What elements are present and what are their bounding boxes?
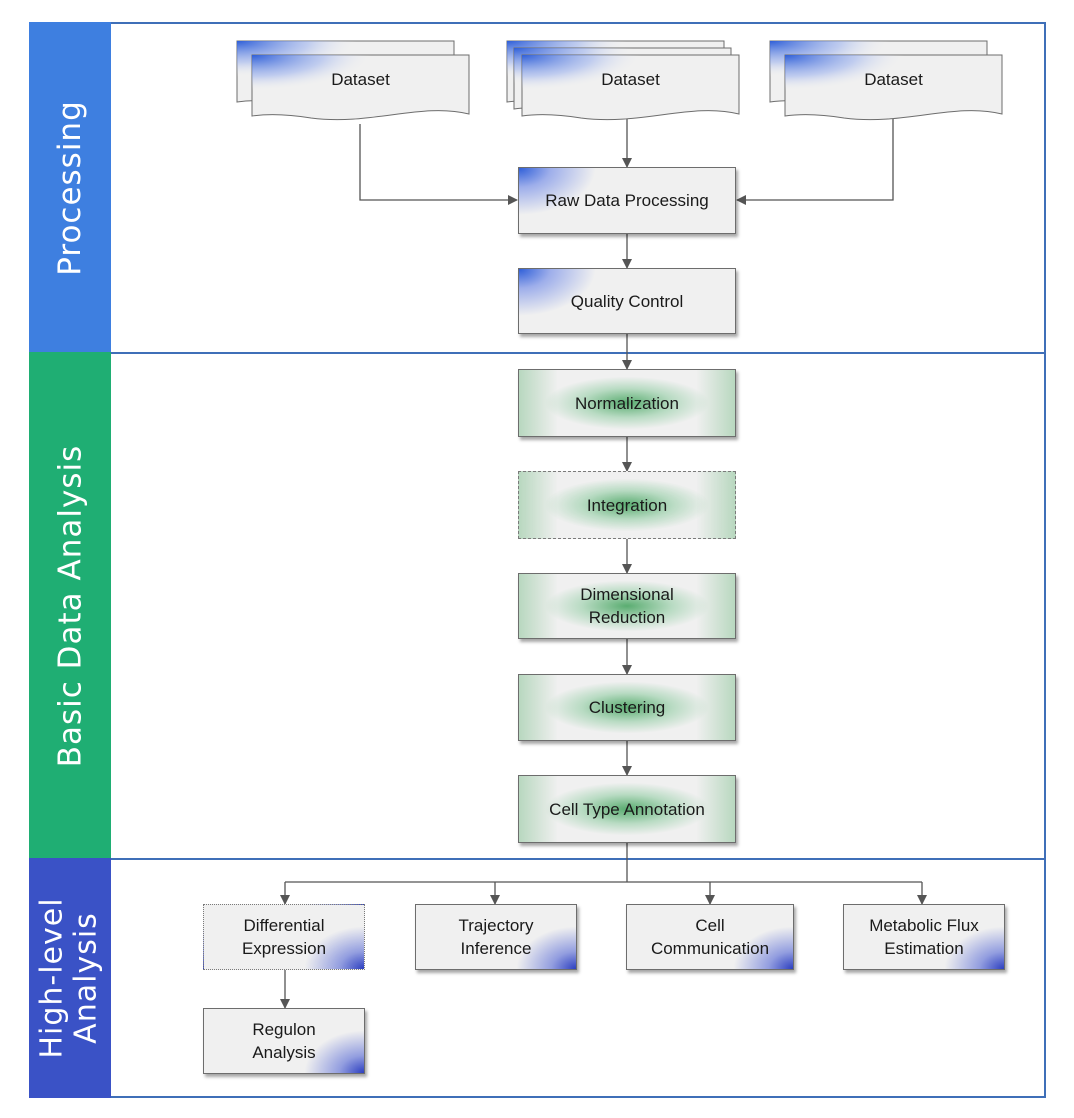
clustering-label: Clustering [588, 698, 666, 717]
quality-control-node: Quality Control [518, 268, 736, 334]
cell-communication-line2: Communication [650, 939, 770, 958]
dataset-3-shape [769, 40, 1003, 121]
normalization-label: Normalization [575, 393, 679, 413]
regulon-analysis-label: Regulon Analysis [252, 1018, 315, 1064]
metabolic-flux-label: Metabolic Flux Estimation [869, 914, 979, 960]
high-level-frame [29, 858, 1046, 1098]
trajectory-inference-node: Trajectory Inference [415, 904, 577, 970]
differential-expression-line2: Expression [241, 939, 327, 958]
dimensional-reduction-label: Dimensional Reduction [580, 583, 674, 629]
cell-type-annotation-label: Cell Type Annotation [549, 799, 705, 819]
differential-expression-node: Differential Expression [203, 904, 365, 970]
trajectory-inference-line2: Inference [460, 939, 532, 958]
clustering-node: Clustering [518, 674, 736, 741]
dataset-2-shape [506, 40, 740, 121]
differential-expression-line1: Differential [243, 916, 325, 935]
dataset-3: Dataset [769, 40, 1003, 130]
dataset-2-label: Dataset [601, 70, 660, 89]
cell-communication-node: Cell Communication [626, 904, 794, 970]
integration-node: Integration [518, 471, 736, 539]
integration-label: Integration [586, 495, 668, 515]
dimensional-reduction-node: Dimensional Reduction [518, 573, 736, 639]
quality-control-label: Quality Control [570, 291, 684, 311]
high-level-label-band: High-level Analysis [29, 858, 111, 1098]
metabolic-flux-line1: Metabolic Flux [869, 916, 979, 935]
regulon-analysis-line2: Analysis [252, 1043, 316, 1062]
dataset-1-label: Dataset [331, 70, 390, 89]
dataset-3-label: Dataset [864, 70, 923, 89]
basic-analysis-label-band: Basic Data Analysis [29, 352, 111, 860]
cell-communication-label: Cell Communication [651, 914, 769, 960]
differential-expression-label: Differential Expression [242, 914, 326, 960]
processing-label-band: Processing [29, 22, 111, 354]
metabolic-flux-node: Metabolic Flux Estimation [843, 904, 1005, 970]
raw-data-processing-node: Raw Data Processing [518, 167, 736, 234]
dimensional-reduction-line2: Reduction [588, 608, 666, 627]
dataset-2: Dataset [506, 40, 740, 130]
dataset-1: Dataset [236, 40, 470, 130]
metabolic-flux-line2: Estimation [884, 939, 964, 958]
dimensional-reduction-line1: Dimensional [580, 585, 674, 604]
normalization-node: Normalization [518, 369, 736, 437]
regulon-analysis-line1: Regulon [252, 1020, 316, 1039]
cell-communication-line1: Cell [695, 916, 725, 935]
arrow-dataset3-raw [736, 114, 894, 205]
arrow-dataset1-raw [359, 124, 518, 205]
cell-type-annotation-node: Cell Type Annotation [518, 775, 736, 843]
regulon-analysis-node: Regulon Analysis [203, 1008, 365, 1074]
dataset-1-shape [236, 40, 470, 121]
raw-data-processing-label: Raw Data Processing [545, 191, 709, 210]
trajectory-inference-label: Trajectory Inference [459, 914, 534, 960]
trajectory-inference-line1: Trajectory [458, 916, 534, 935]
